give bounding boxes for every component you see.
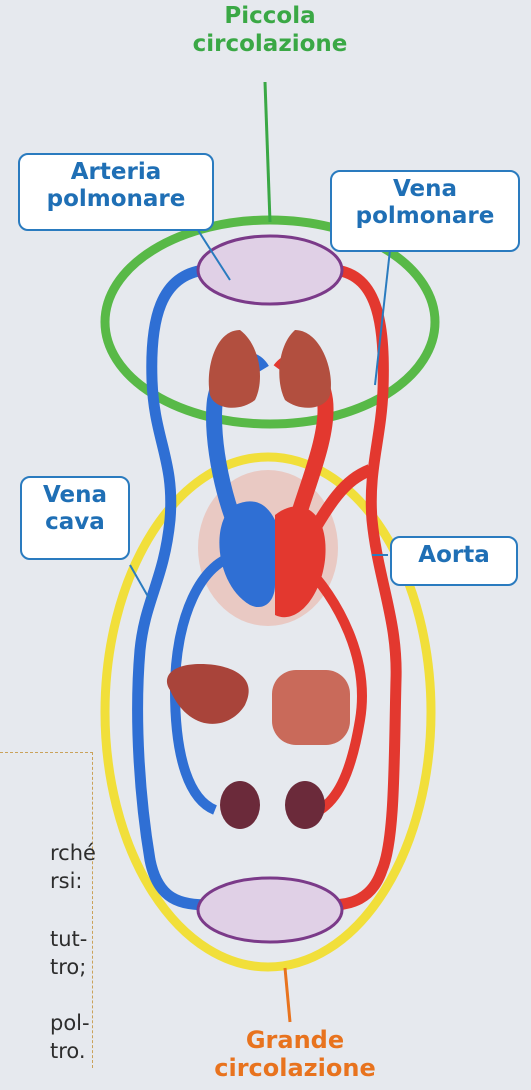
vena-cava-label-line1: Vena (30, 482, 120, 509)
intestines (272, 670, 350, 745)
vena-cava-label-line2: cava (30, 509, 120, 536)
side-text-line-2: rsi: (50, 867, 82, 895)
pulmonary-artery-label-line1: Arteria (28, 159, 204, 186)
aorta-label: Aorta (390, 536, 518, 586)
great-circulation-pointer (285, 968, 290, 1022)
pulmonary-artery-label-line2: polmonare (28, 186, 204, 213)
left-kidney (220, 781, 260, 829)
great-circulation-title-line1: Grande (160, 1026, 430, 1054)
lung-capillaries (198, 236, 342, 304)
small-circulation-pointer (265, 82, 270, 222)
side-text-line-3: tut- (50, 925, 87, 953)
right-lung (279, 330, 331, 408)
small-circulation-title: Piccola circolazione (155, 2, 385, 58)
small-circulation-title-line1: Piccola (155, 2, 385, 30)
pulmonary-vein-label: Vena polmonare (330, 170, 520, 252)
side-text-line-4: tro; (50, 953, 86, 981)
side-text-panel: rché rsi: tut- tro; pol- tro. (0, 752, 93, 1068)
left-lung (209, 330, 260, 408)
right-kidney (285, 781, 325, 829)
great-circulation-title-line2: circolazione (160, 1054, 430, 1082)
body-capillaries (198, 878, 342, 942)
pulmonary-vein-label-line1: Vena (340, 176, 510, 203)
side-text-line-1: rché (50, 839, 96, 867)
pulmonary-artery-label: Arteria polmonare (18, 153, 214, 231)
vena-cava-pointer (130, 565, 150, 600)
vena-cava-label: Vena cava (20, 476, 130, 560)
great-circulation-title: Grande circolazione (160, 1026, 430, 1082)
aorta-label-text: Aorta (400, 542, 508, 569)
arterial-main-vessel (330, 270, 396, 905)
side-text-line-5: pol- (50, 1009, 90, 1037)
side-text-line-6: tro. (50, 1037, 86, 1065)
small-circulation-title-line2: circolazione (155, 30, 385, 58)
pulmonary-vein-label-line2: polmonare (340, 203, 510, 230)
